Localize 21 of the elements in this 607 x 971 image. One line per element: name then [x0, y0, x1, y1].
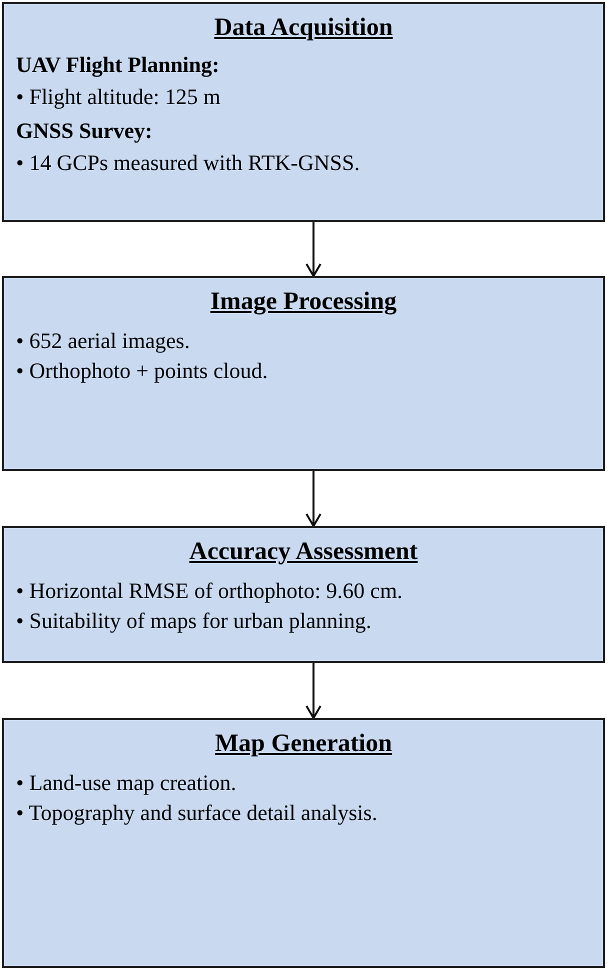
bullet-item: • Horizontal RMSE of orthophoto: 9.60 cm. — [16, 577, 404, 605]
bullet-item: • Land-use map creation. — [16, 769, 238, 797]
bullet-item: • Suitability of maps for urban planning. — [16, 607, 372, 635]
box-heading: Map Generation — [214, 730, 394, 758]
bullet-item: • Topography and surface detail analysis. — [16, 799, 378, 827]
box-heading: Data Acquisition — [213, 14, 394, 42]
process-box — [2, 526, 605, 663]
bullet-item: • 14 GCPs measured with RTK-GNSS. — [16, 149, 361, 177]
section-heading: UAV Flight Planning: — [16, 52, 220, 78]
process-box — [2, 718, 605, 968]
arrow — [306, 222, 322, 277]
bullet-item: • 652 aerial images. — [16, 327, 191, 355]
bullet-item: • Flight altitude: 125 m — [16, 83, 222, 111]
process-box — [2, 276, 605, 471]
box-heading: Image Processing — [209, 288, 398, 316]
box-heading: Accuracy Assessment — [188, 538, 419, 566]
bullet-item: • Orthophoto + points cloud. — [16, 357, 269, 385]
arrow — [306, 471, 322, 527]
process-box — [2, 2, 605, 222]
section-heading: GNSS Survey: — [16, 118, 154, 144]
arrow — [306, 663, 322, 719]
